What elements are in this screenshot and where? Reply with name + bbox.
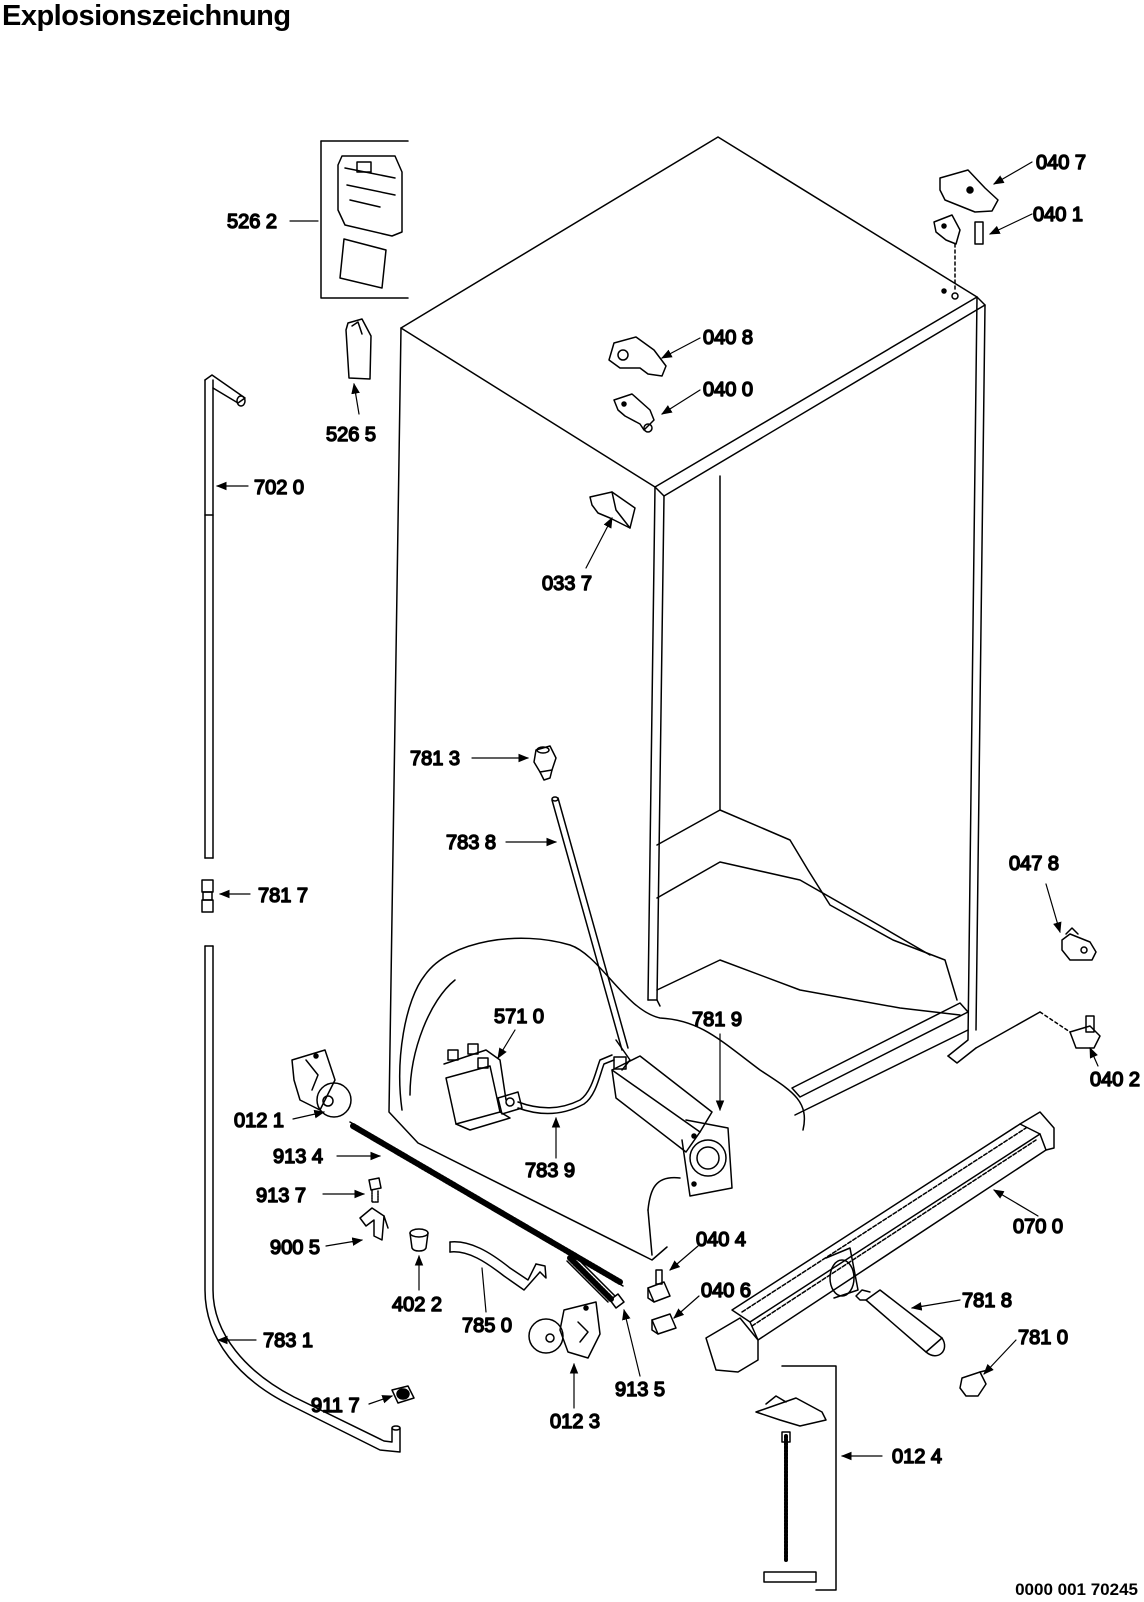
label-7813: 781 3 [410, 748, 460, 770]
label-7839: 783 9 [525, 1160, 575, 1182]
leader-lines [215, 161, 1099, 1461]
label-7817: 781 7 [258, 885, 308, 907]
part-5265-cover [345, 318, 372, 380]
label-0401: 040 1 [1033, 204, 1083, 226]
label-0337: 033 7 [542, 573, 592, 595]
label-0407: 040 7 [1036, 152, 1086, 174]
part-0337-clip [589, 491, 636, 529]
part-5262-control-box [320, 140, 409, 299]
label-5710: 571 0 [494, 1006, 544, 1028]
label-7819: 781 9 [692, 1009, 742, 1031]
part-0478-bracket [1061, 927, 1097, 961]
label-5265: 526 5 [326, 424, 376, 446]
part-0407-hinge-cover [939, 169, 999, 213]
part-0400-hinge [613, 393, 655, 433]
label-9005: 900 5 [270, 1237, 320, 1259]
label-0700: 070 0 [1013, 1216, 1063, 1238]
label-0404: 040 4 [696, 1229, 746, 1251]
part-0402-bracket [1039, 1011, 1101, 1049]
part-9117-nut [391, 1385, 415, 1404]
label-4022: 402 2 [392, 1294, 442, 1316]
label-9137: 913 7 [256, 1185, 306, 1207]
label-5262: 526 2 [227, 211, 277, 233]
part-7818-filter [855, 1289, 946, 1357]
label-0124: 012 4 [892, 1446, 942, 1468]
label-9134: 913 4 [273, 1146, 323, 1168]
label-7831: 783 1 [263, 1330, 313, 1352]
part-7020-tube [204, 374, 246, 859]
label-7810: 781 0 [1018, 1327, 1068, 1349]
document-number: 0000 001 70245 [1015, 1580, 1138, 1599]
part-9134-threaded-rod [349, 1121, 624, 1287]
label-9117: 911 7 [311, 1395, 360, 1417]
label-0402: 040 2 [1090, 1069, 1140, 1091]
part-7838-tube [551, 796, 631, 1071]
part-9135-screw [566, 1254, 625, 1309]
machine-compartment [399, 937, 806, 1256]
label-7850: 785 0 [462, 1315, 512, 1337]
part-9005-clip [359, 1207, 389, 1241]
part-0700-grille [705, 1111, 1055, 1373]
part-9137-screw [368, 1177, 382, 1203]
label-7020: 702 0 [254, 477, 304, 499]
label-0406: 040 6 [701, 1280, 751, 1302]
part-7850-hose [449, 1241, 547, 1291]
part-7839-tube [517, 1054, 615, 1115]
cabinet-body [388, 136, 1041, 1261]
part-5710-valve [443, 1043, 523, 1131]
part-7813-fitting [533, 745, 557, 781]
label-0400: 040 0 [703, 379, 753, 401]
part-0408-hinge-cover [608, 336, 667, 377]
label-0121: 012 1 [234, 1110, 284, 1132]
label-0478: 047 8 [1009, 853, 1059, 875]
part-labels: 526 2 526 5 702 0 033 7 040 7 040 1 040 … [226, 151, 1141, 1469]
part-0406-block [651, 1313, 677, 1335]
part-7831-bent-tube [204, 945, 401, 1453]
part-4022-plug [409, 1228, 429, 1252]
label-0123: 012 3 [550, 1411, 600, 1433]
part-7819-filter-housing [611, 1055, 733, 1197]
label-7838: 783 8 [446, 832, 496, 854]
part-0124-foot-kit [755, 1365, 837, 1591]
part-0123-roller [528, 1301, 601, 1359]
part-0401-hinge [933, 214, 984, 300]
part-7817-coupler [201, 879, 214, 913]
part-0121-roller [291, 1049, 352, 1118]
page-title: Explosionszeichnung [2, 0, 291, 32]
label-9135: 913 5 [615, 1379, 665, 1401]
label-7818: 781 8 [962, 1290, 1012, 1312]
part-0404-block [647, 1269, 671, 1303]
label-0408: 040 8 [703, 327, 753, 349]
